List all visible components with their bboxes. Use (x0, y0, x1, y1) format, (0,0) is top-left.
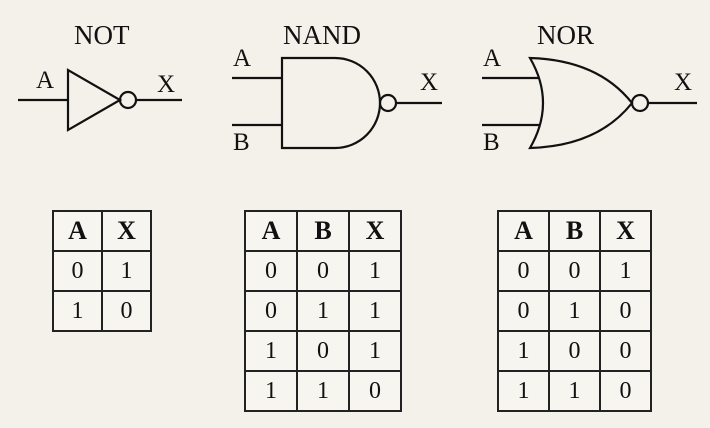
not-inversion-bubble (118, 90, 138, 110)
nor-output-x-label: X (674, 69, 692, 96)
table-row: 1 0 0 (497, 330, 652, 372)
table-row: 0 1 (52, 250, 152, 292)
table-cell: 1 (244, 370, 298, 412)
nor-gate: NOR A B X (482, 20, 697, 156)
table-row: 0 1 1 (244, 290, 402, 332)
not-truth-table: A X 0 1 1 0 (52, 210, 152, 332)
table-cell: 1 (101, 250, 152, 292)
table-cell: 0 (497, 290, 550, 332)
header-cell: A (497, 210, 550, 252)
nand-output-x-label: X (420, 69, 438, 96)
table-cell: 0 (296, 250, 350, 292)
table-cell: 0 (497, 250, 550, 292)
table-header-row: A B X (497, 210, 652, 252)
table-cell: 0 (101, 290, 152, 332)
header-cell: X (101, 210, 152, 252)
table-cell: 0 (52, 250, 103, 292)
nor-input-a-label: A (483, 45, 501, 72)
nand-input-a-label: A (233, 45, 251, 72)
table-row: 1 0 1 (244, 330, 402, 372)
nand-gate-title: NAND (283, 20, 361, 50)
table-header-row: A B X (244, 210, 402, 252)
not-output-x-label: X (157, 71, 175, 98)
table-cell: 1 (244, 330, 298, 372)
header-cell: X (599, 210, 652, 252)
not-input-a-label: A (36, 67, 54, 94)
nand-inversion-bubble (378, 93, 398, 113)
nor-input-b-label: B (483, 129, 500, 156)
nor-inversion-bubble (630, 93, 650, 113)
table-row: 1 1 0 (244, 370, 402, 412)
nor-body (528, 56, 634, 150)
not-gate: NOT A X (18, 20, 182, 132)
nand-gate: NAND A B X (232, 20, 442, 156)
table-cell: 1 (296, 370, 350, 412)
table-cell: 1 (548, 370, 601, 412)
header-cell: B (296, 210, 350, 252)
table-cell: 1 (348, 330, 402, 372)
nand-body (280, 56, 382, 150)
table-cell: 1 (296, 290, 350, 332)
table-cell: 0 (599, 330, 652, 372)
table-cell: 0 (548, 330, 601, 372)
nand-input-b-label: B (233, 129, 250, 156)
table-row: 0 1 0 (497, 290, 652, 332)
nand-truth-table: A B X 0 0 1 0 1 1 1 0 1 1 1 0 (244, 210, 402, 412)
table-cell: 0 (599, 290, 652, 332)
table-cell: 0 (244, 250, 298, 292)
not-triangle (66, 68, 123, 132)
header-cell: X (348, 210, 402, 252)
table-row: 0 0 1 (244, 250, 402, 292)
table-cell: 1 (348, 290, 402, 332)
header-cell: A (52, 210, 103, 252)
table-cell: 1 (52, 290, 103, 332)
table-cell: 1 (348, 250, 402, 292)
header-cell: A (244, 210, 298, 252)
header-cell: B (548, 210, 601, 252)
table-cell: 0 (548, 250, 601, 292)
table-cell: 0 (296, 330, 350, 372)
table-cell: 1 (599, 250, 652, 292)
table-cell: 0 (599, 370, 652, 412)
table-cell: 1 (497, 330, 550, 372)
table-row: 1 0 (52, 290, 152, 332)
not-gate-title: NOT (74, 20, 130, 50)
table-cell: 0 (348, 370, 402, 412)
table-header-row: A X (52, 210, 152, 252)
table-row: 1 1 0 (497, 370, 652, 412)
table-row: 0 0 1 (497, 250, 652, 292)
nor-truth-table: A B X 0 0 1 0 1 0 1 0 0 1 1 0 (497, 210, 652, 412)
nor-gate-title: NOR (537, 20, 594, 50)
table-cell: 1 (497, 370, 550, 412)
table-cell: 0 (244, 290, 298, 332)
table-cell: 1 (548, 290, 601, 332)
